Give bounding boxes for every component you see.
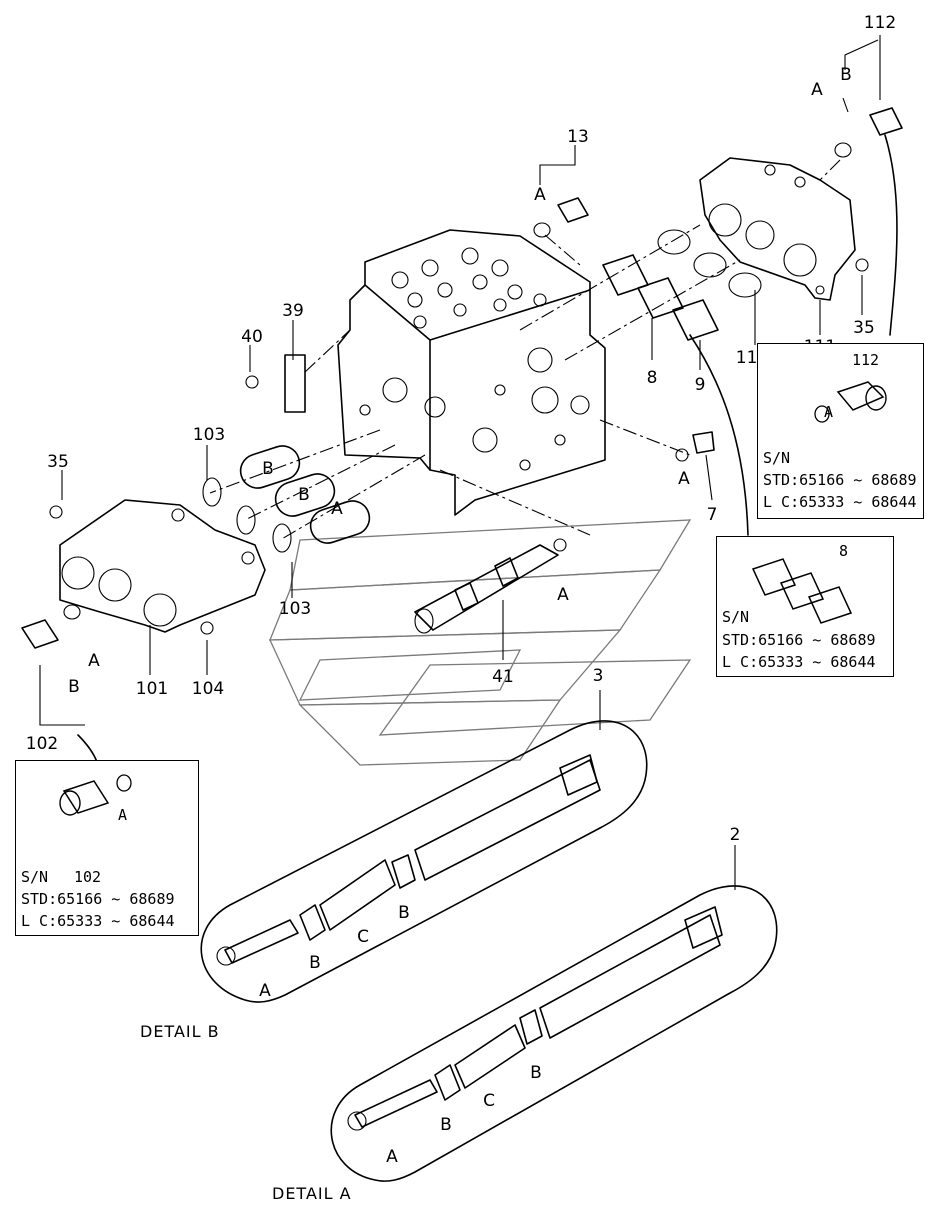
watermark-logo <box>268 519 692 766</box>
callout-112-top: 112 <box>864 13 896 33</box>
callout-41: 41 <box>492 667 514 687</box>
callout-7: 7 <box>707 505 718 525</box>
detail-b-outline <box>200 720 648 1003</box>
letter-b: B <box>440 1115 452 1135</box>
callout-101: 101 <box>136 679 168 699</box>
callout-8: 8 <box>647 368 658 388</box>
inset-112-lc: L C:65333 ~ 68644 <box>763 493 917 511</box>
callout-40: 40 <box>241 327 263 347</box>
detail-b-caption: DETAIL B <box>140 1022 220 1041</box>
cap-plug-icon <box>814 381 887 423</box>
inset-112-letter: A <box>824 403 834 421</box>
callout-102: 102 <box>26 734 58 754</box>
callout-103-top: 103 <box>193 425 225 445</box>
letter-b: B <box>68 677 80 697</box>
inset-8-sn: S/N <box>722 608 750 626</box>
detail-a-caption: DETAIL A <box>272 1184 352 1203</box>
small-parts <box>21 97 903 649</box>
main-valve-block <box>337 229 606 516</box>
letter-b: B <box>309 953 321 973</box>
callout-13: 13 <box>567 127 589 147</box>
inset-102-part: 102 <box>74 868 102 886</box>
letter-a: A <box>88 651 100 671</box>
inset-8-lc: L C:65333 ~ 68644 <box>722 653 876 671</box>
inset-112-part: 112 <box>852 351 880 369</box>
leader-lines <box>39 35 898 890</box>
letter-a: A <box>331 499 343 519</box>
callout-104: 104 <box>192 679 224 699</box>
letter-b: B <box>530 1063 542 1083</box>
letter-a: A <box>678 469 690 489</box>
letter-tags: A B A A B B A A A B B C B A B C B A <box>68 65 852 1167</box>
inset-112-sn: S/N <box>763 449 791 467</box>
letter-a: A <box>534 185 546 205</box>
inset-box-8: 8 S/N STD:65166 ~ 68689 L C:65333 ~ 6864… <box>716 536 894 677</box>
letter-b: B <box>262 459 274 479</box>
letter-a: A <box>557 585 569 605</box>
spool-41 <box>414 538 567 634</box>
inset-102-sn: S/N <box>21 868 49 886</box>
callout-35-left: 35 <box>47 452 69 472</box>
sleeve-set-icon <box>751 558 853 624</box>
letter-b: B <box>298 485 310 505</box>
letter-c: C <box>357 927 369 947</box>
inset-box-112: 112 A S/N STD:65166 ~ 68689 L C:65333 ~ … <box>757 343 924 519</box>
callout-9: 9 <box>695 375 706 395</box>
letter-a: A <box>811 80 823 100</box>
sleeves-and-orings <box>602 229 762 341</box>
callout-2: 2 <box>730 825 741 845</box>
letter-b: B <box>398 903 410 923</box>
inset-102-std: STD:65166 ~ 68689 <box>21 890 175 908</box>
inset-8-part: 8 <box>839 542 849 560</box>
letter-c: C <box>483 1091 495 1111</box>
detail-a-outline <box>330 885 778 1182</box>
letter-a: A <box>386 1147 398 1167</box>
plug-icon <box>59 774 132 816</box>
callout-103-bottom: 103 <box>279 599 311 619</box>
end-cover-right <box>699 157 856 301</box>
letter-b: B <box>840 65 852 85</box>
callout-35-right: 35 <box>853 318 875 338</box>
inset-112-std: STD:65166 ~ 68689 <box>763 471 917 489</box>
inset-102-letter: A <box>118 806 128 824</box>
inset-102-lc: L C:65333 ~ 68644 <box>21 912 175 930</box>
callout-3: 3 <box>593 666 604 686</box>
letter-a: A <box>259 981 271 1001</box>
end-cover-left <box>59 499 266 633</box>
callout-numbers: 112 13 39 40 35 111 114 8 9 7 103 103 35… <box>26 13 896 845</box>
callout-39: 39 <box>282 301 304 321</box>
inset-8-std: STD:65166 ~ 68689 <box>722 631 876 649</box>
inset-box-102: A S/N 102 STD:65166 ~ 68689 L C:65333 ~ … <box>15 760 199 936</box>
